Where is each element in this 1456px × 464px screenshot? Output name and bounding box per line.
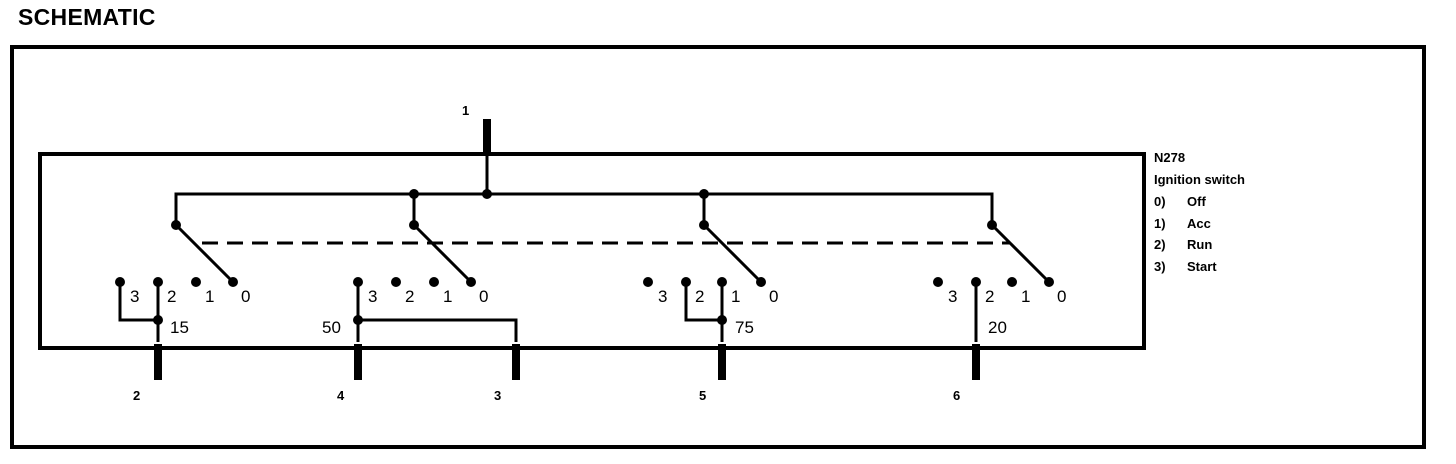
position-key: 0)	[1154, 194, 1166, 209]
position-label: Run	[1187, 237, 1212, 252]
position-key: 3)	[1154, 259, 1166, 274]
contact-0-label: 0	[241, 287, 250, 306]
pin-1-connector	[483, 119, 491, 155]
contact-group-50: 3 2 1 0 50 4 3	[322, 277, 520, 403]
pin-5-label: 5	[699, 388, 706, 403]
pin-3-connector	[512, 344, 520, 380]
position-label: Off	[1187, 194, 1206, 209]
component-id: N278	[1154, 150, 1185, 165]
contact-3-label: 3	[368, 287, 377, 306]
position-label: Start	[1187, 259, 1217, 274]
switch-body	[38, 152, 1146, 350]
contact-2-label: 2	[167, 287, 176, 306]
contact-0-label: 0	[769, 287, 778, 306]
terminal-15-label: 15	[170, 318, 189, 337]
contact-group-20: 3 2 1 0 20 6	[933, 277, 1066, 403]
terminal-75-label: 75	[735, 318, 754, 337]
pin-3-label: 3	[494, 388, 501, 403]
position-label: Acc	[1187, 216, 1211, 231]
contact-0-label: 0	[1057, 287, 1066, 306]
position-key: 2)	[1154, 237, 1166, 252]
contact-2-label: 2	[695, 287, 704, 306]
pin-2-label: 2	[133, 388, 140, 403]
switch-arms	[174, 223, 1051, 284]
position-key: 1)	[1154, 216, 1166, 231]
pin-6-connector	[972, 344, 980, 380]
contact-2-label: 2	[985, 287, 994, 306]
pin-1-label: 1	[462, 103, 469, 118]
pin-2-connector	[154, 344, 162, 380]
pin-5-connector	[718, 344, 726, 380]
contact-3-label: 3	[948, 287, 957, 306]
component-legend: N278 Ignition switch 0) Off 1) Acc 2) Ru…	[1154, 150, 1245, 274]
schematic-title: SCHEMATIC	[18, 4, 156, 30]
contact-2-label: 2	[405, 287, 414, 306]
common-bus	[174, 192, 994, 225]
contact-3-label: 3	[130, 287, 139, 306]
terminal-50-label: 50	[322, 318, 341, 337]
contact-group-15: 3 2 1 0 15 2	[115, 277, 250, 403]
pin-4-connector	[354, 344, 362, 380]
contact-3-label: 3	[658, 287, 667, 306]
component-name: Ignition switch	[1154, 172, 1245, 187]
contact-group-75: 3 2 1 0 75 5	[643, 277, 778, 403]
contact-1-label: 1	[731, 287, 740, 306]
contact-0-label: 0	[479, 287, 488, 306]
contact-1-label: 1	[1021, 287, 1030, 306]
pin-6-label: 6	[953, 388, 960, 403]
terminal-20-label: 20	[988, 318, 1007, 337]
contact-1-label: 1	[443, 287, 452, 306]
outer-frame	[10, 45, 1426, 449]
pin-4-label: 4	[337, 388, 345, 403]
contact-1-label: 1	[205, 287, 214, 306]
